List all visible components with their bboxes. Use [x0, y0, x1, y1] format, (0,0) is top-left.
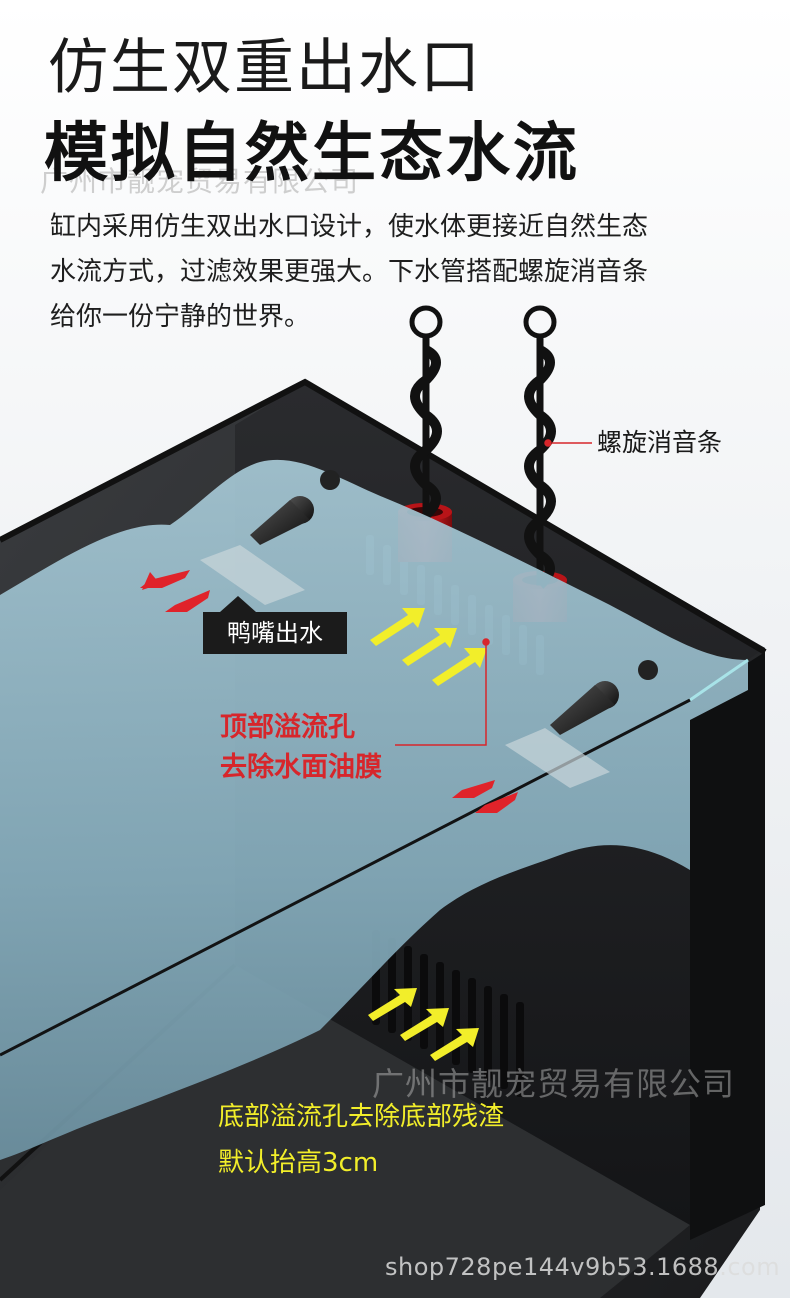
label-top-overflow: 顶部溢流孔 去除水面油膜 [220, 708, 382, 788]
label-duckbill-outlet: 鸭嘴出水 [203, 612, 347, 654]
description-line: 水流方式，过滤效果更强大。下水管搭配螺旋消音条 [50, 257, 649, 287]
red-flow-arrow-icon [140, 570, 518, 813]
water-body [0, 459, 748, 1160]
yellow-flow-arrow-icon [368, 608, 487, 1061]
watermark-middle: 广州市靓宠贸易有限公司 [372, 1065, 736, 1103]
shop-url-watermark: shop728pe144v9b53.1688.com [385, 1253, 781, 1281]
headline-line2: 模拟自然生态水流 [44, 117, 580, 191]
label-top-overflow-line1: 顶部溢流孔 [220, 712, 355, 743]
spiral-silencer-icon [409, 305, 557, 589]
duckbill-nozzle-icon [200, 470, 658, 788]
leader-lines [395, 439, 592, 746]
label-bottom-overflow-line2: 默认抬高3cm [218, 1148, 379, 1178]
label-top-overflow-line2: 去除水面油膜 [220, 752, 382, 783]
description-line: 给你一份宁静的世界。 [50, 302, 311, 332]
description-line: 缸内采用仿生双出水口设计，使水体更接近自然生态 [50, 212, 649, 242]
headline-line1: 仿生双重出水口 [48, 33, 482, 103]
label-pointer [220, 596, 256, 612]
label-bottom-overflow-line1: 底部溢流孔去除底部残渣 [218, 1102, 505, 1132]
label-spiral-silencer: 螺旋消音条 [597, 428, 723, 457]
watermark-top: 广州市靓宠贸易有限公司 [40, 165, 360, 198]
description: 缸内采用仿生双出水口设计，使水体更接近自然生态 水流方式，过滤效果更强大。下水管… [50, 205, 730, 340]
label-bottom-overflow: 底部溢流孔去除底部残渣 默认抬高3cm [218, 1094, 504, 1186]
